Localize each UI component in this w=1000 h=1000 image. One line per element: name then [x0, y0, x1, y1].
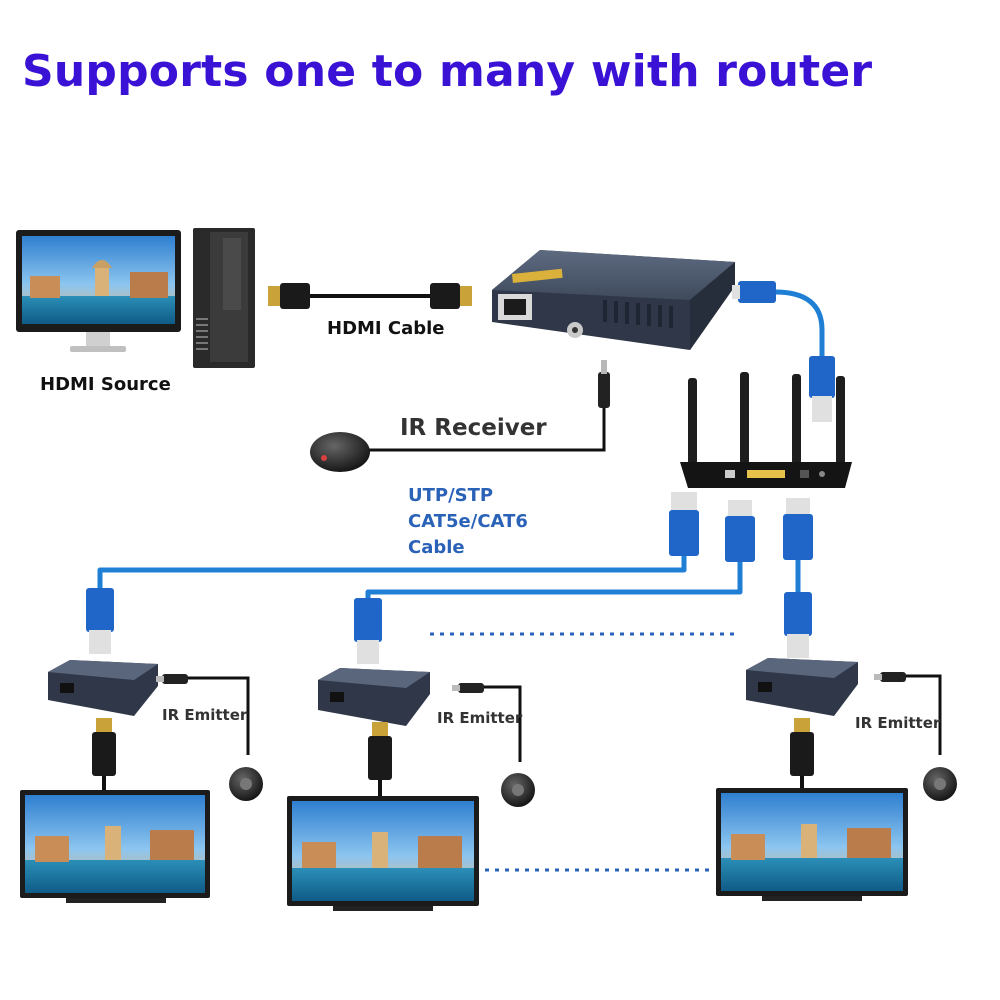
ir-receiver-cable — [360, 360, 610, 452]
hdmi-cable-label: HDMI Cable — [327, 318, 445, 339]
cable-type-label-line3: Cable — [408, 537, 465, 558]
cable-type-label-line2: CAT5e/CAT6 — [408, 511, 528, 532]
hdmi-cable — [268, 283, 472, 309]
tv-display-2 — [287, 796, 479, 911]
hdmi-extender-receiver-2 — [318, 668, 430, 726]
cable-type-label-line1: UTP/STP — [408, 485, 494, 506]
ir-emitter-label-1: IR Emitter — [162, 706, 248, 724]
source-monitor — [16, 230, 181, 352]
tv-display-1 — [20, 790, 210, 903]
ir-receiver-label: IR Receiver — [400, 415, 547, 441]
receiver-hdmi-cables — [92, 718, 814, 796]
pc-tower — [193, 228, 255, 368]
ir-emitter-label-3: IR Emitter — [855, 714, 941, 732]
rj45-plugs — [86, 281, 835, 664]
hdmi-extender-receiver-1 — [48, 660, 158, 716]
ir-emitters — [156, 672, 957, 807]
ir-receiver — [310, 432, 370, 472]
router — [680, 372, 852, 488]
hdmi-extender-transmitter — [492, 250, 735, 350]
ir-emitter-label-2: IR Emitter — [437, 709, 523, 727]
hdmi-extender-receiver-3 — [746, 658, 858, 716]
page-title: Supports one to many with router — [22, 46, 873, 97]
tv-display-3 — [716, 788, 908, 901]
hdmi-source-label: HDMI Source — [40, 374, 171, 395]
